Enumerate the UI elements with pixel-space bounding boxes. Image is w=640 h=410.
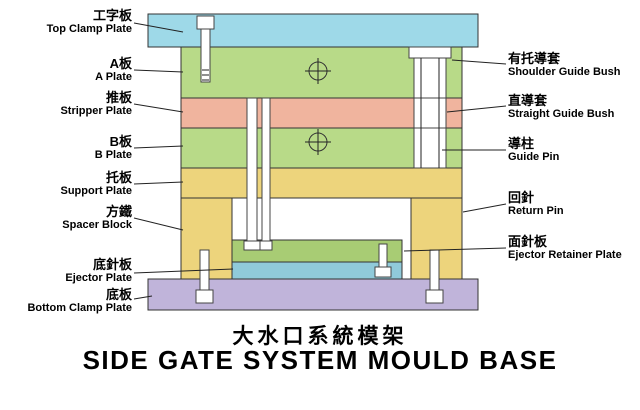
label-shoulder-guide-bush-zh: 有托導套 [508, 51, 561, 66]
label-top-clamp-plate-en: Top Clamp Plate [46, 23, 132, 35]
guide-assembly [408, 46, 452, 169]
leader-b-plate [133, 145, 184, 149]
title-english: SIDE GATE SYSTEM MOULD BASE [82, 345, 558, 375]
leader-a-plate [133, 69, 184, 73]
label-ejector-plate-en: Ejector Plate [65, 272, 132, 284]
label-bottom-clamp-plate-en: Bottom Clamp Plate [27, 302, 132, 314]
label-bottom-clamp-plate-zh: 底板 [105, 287, 132, 302]
straight-guide-bush-body [413, 97, 447, 129]
leader-ejector-plate [133, 268, 234, 274]
label-a-plate: A板 A Plate [2, 56, 132, 84]
leader-straight-guide-bush [446, 105, 507, 113]
label-spacer-block: 方鐵 Spacer Block [2, 204, 132, 232]
label-support-plate: 托板 Support Plate [2, 170, 132, 198]
label-guide-pin-zh: 導柱 [508, 136, 535, 151]
label-a-plate-zh: A板 [109, 56, 132, 71]
label-ejector-retainer-plate-en: Ejector Retainer Plate [508, 249, 622, 261]
label-guide-pin-en: Guide Pin [508, 151, 560, 163]
label-shoulder-guide-bush: 有托導套 Shoulder Guide Bush [508, 51, 640, 79]
leader-ejector-retainer-plate [403, 247, 507, 252]
ejector-pin [259, 97, 273, 251]
label-ejector-retainer-plate: 面針板 Ejector Retainer Plate [508, 234, 640, 262]
label-spacer-block-en: Spacer Block [62, 219, 132, 231]
leader-return-pin [462, 203, 507, 213]
crosshair-a-plate [305, 58, 331, 84]
label-bottom-clamp-plate: 底板 Bottom Clamp Plate [2, 287, 132, 315]
label-straight-guide-bush: 直導套 Straight Guide Bush [508, 93, 640, 121]
support-plate [180, 167, 463, 199]
label-spacer-block-zh: 方鐵 [105, 204, 132, 219]
leader-bottom-clamp-plate [133, 295, 153, 300]
label-support-plate-zh: 托板 [105, 170, 132, 185]
leader-lines [133, 22, 507, 300]
label-top-clamp-plate: 工字板 Top Clamp Plate [2, 8, 132, 36]
label-ejector-plate-zh: 底針板 [92, 257, 132, 272]
label-shoulder-guide-bush-en: Shoulder Guide Bush [508, 66, 621, 78]
cap-screw-ejector [374, 243, 392, 278]
label-straight-guide-bush-en: Straight Guide Bush [508, 108, 615, 120]
label-ejector-retainer-plate-zh: 面針板 [508, 234, 548, 249]
shoulder-guide-bush-flange [408, 46, 452, 59]
shoulder-guide-bush-body [413, 57, 447, 99]
ejector-plate [231, 261, 403, 280]
screw-head [196, 15, 215, 30]
guide-pin-shoulder [413, 127, 447, 169]
label-b-plate-en: B Plate [94, 149, 132, 161]
label-top-clamp-plate-zh: 工字板 [92, 8, 132, 23]
label-guide-pin: 導柱 Guide Pin [508, 136, 640, 164]
label-return-pin-zh: 回針 [508, 190, 535, 205]
label-ejector-plate: 底針板 Ejector Plate [2, 257, 132, 285]
label-stripper-plate-en: Stripper Plate [60, 105, 132, 117]
label-stripper-plate-zh: 推板 [105, 90, 132, 105]
label-b-plate-zh: B板 [109, 134, 132, 149]
label-return-pin: 回針 Return Pin [508, 190, 640, 218]
label-return-pin-en: Return Pin [508, 205, 564, 217]
leader-stripper-plate [133, 103, 184, 113]
label-a-plate-en: A Plate [95, 71, 132, 83]
screw-shaft [200, 28, 211, 83]
label-support-plate-en: Support Plate [60, 185, 132, 197]
label-straight-guide-bush-zh: 直導套 [508, 93, 548, 108]
leader-top-clamp-plate [133, 22, 184, 33]
leader-spacer-block [133, 217, 184, 231]
leader-support-plate [133, 181, 184, 185]
label-stripper-plate: 推板 Stripper Plate [2, 90, 132, 118]
crosshair-b-plate [305, 129, 331, 155]
leader-shoulder-guide-bush [451, 59, 507, 65]
label-b-plate: B板 B Plate [2, 134, 132, 162]
cap-screw-top [196, 15, 215, 83]
title-chinese: 大水口系統模架 [232, 325, 408, 348]
